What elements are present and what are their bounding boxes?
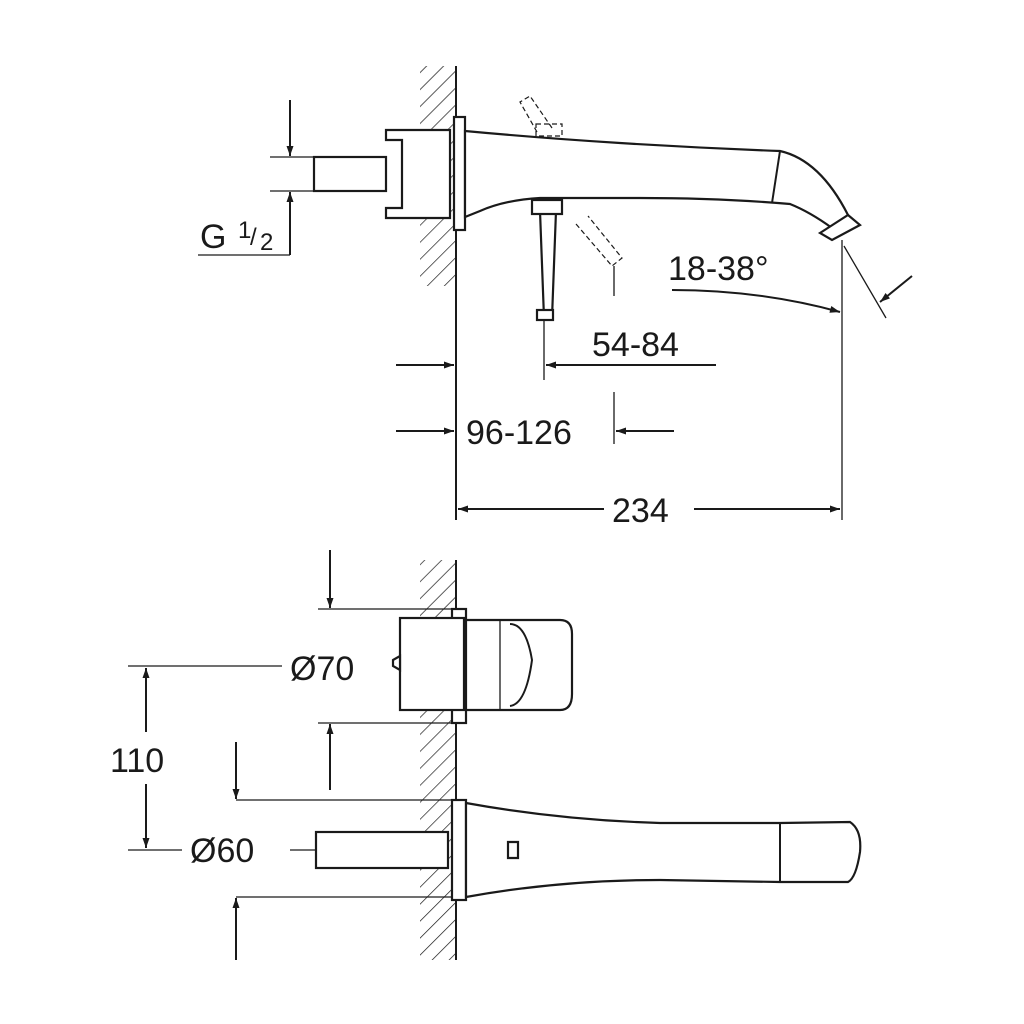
angle-label: 18-38° [668,250,769,288]
inlet-pipe [312,155,388,193]
lever-depth-label: 54-84 [592,326,679,364]
spout-joint [771,150,781,204]
spout-aerator [817,213,862,242]
rosette-diameter-label: Ø70 [290,650,354,688]
spacing-dimension: 110 [110,665,282,851]
rosette-flange [452,115,467,232]
projection-label: 234 [612,492,669,530]
rosette-diameter-dimension: Ø70 [290,550,452,790]
lever-depth-dimension: 54-84 [396,320,716,380]
angle-dimension: 18-38° [668,240,913,520]
spout-diameter-dimension: Ø60 [190,742,452,960]
lever-ghost-up [519,95,553,133]
wall-range-label: 96-126 [466,414,572,452]
handle-pin [391,654,402,672]
thread-denominator: 2 [260,229,273,256]
lever-cap [535,308,555,322]
handle-lever-plan [464,618,574,712]
thread-slash: / [250,224,257,251]
lever-ghost-top [535,123,563,137]
handle-body [398,616,466,712]
lever-base [530,198,564,216]
wall-range-dimension: 96-126 [396,392,674,452]
plan-view: Ø70 110 Ø60 [110,550,862,960]
spout-rosette-plate [450,798,468,902]
lever-handle [538,209,558,320]
thread-dimension: G 1 / 2 [198,100,314,256]
handle-lever-curve [509,623,534,707]
spout-inlet-pipe [314,830,450,870]
spout-body [463,129,850,230]
lever-ghost-forward [575,215,623,267]
spout-logo [506,840,520,860]
thread-numerator: 1 [238,217,251,244]
side-view: G 1 / 2 18-38° 54-84 96-126 [198,66,913,530]
thread-label: G [200,218,226,256]
spout-plan-body [464,801,862,899]
projection-dimension: 234 [458,492,840,530]
mounting-bracket [384,128,452,220]
spacing-label: 110 [110,742,164,780]
spout-diameter-label: Ø60 [190,832,254,870]
